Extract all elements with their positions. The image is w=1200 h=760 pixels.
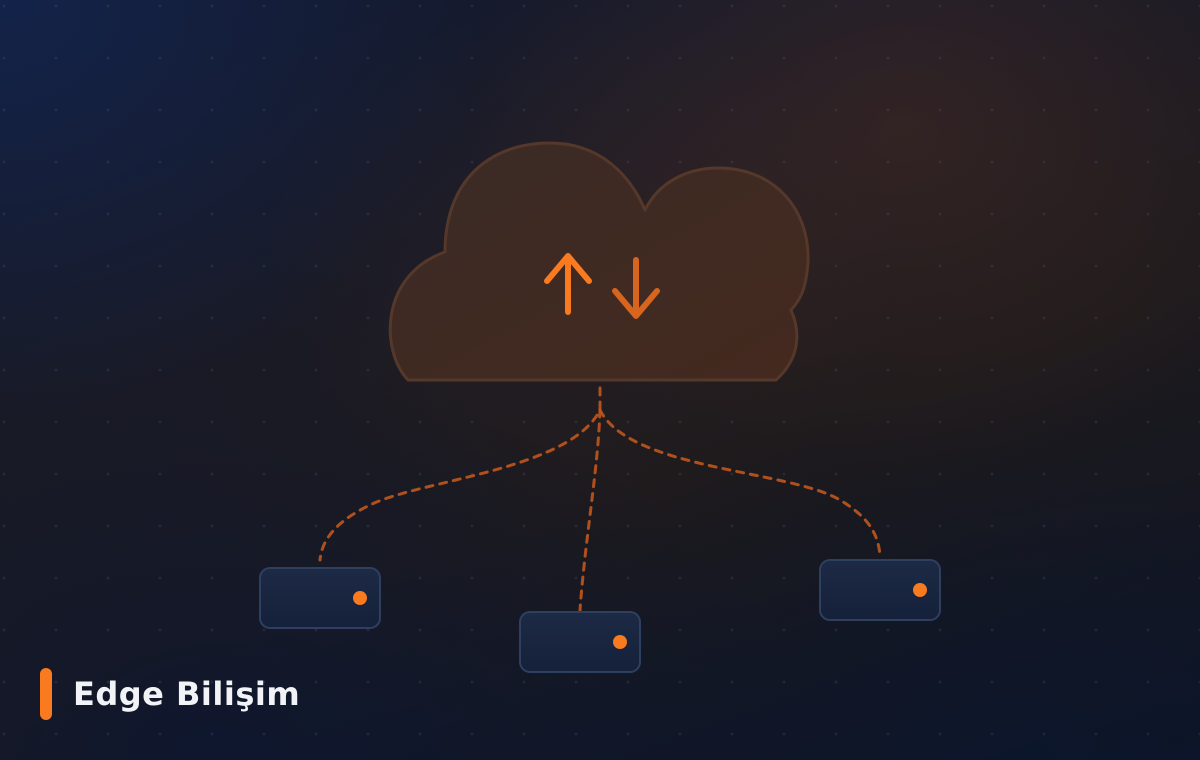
- edge-device-icon: [819, 559, 941, 621]
- edge-device-icon: [519, 611, 641, 673]
- brand-title: Edge Bilişim: [73, 675, 301, 713]
- link-to-left-device: [318, 386, 602, 562]
- link-to-right-device: [598, 408, 882, 557]
- status-dot-icon: [613, 635, 627, 649]
- brand-accent-bar: [40, 668, 52, 720]
- status-dot-icon: [353, 591, 367, 605]
- edge-device-right: [819, 559, 941, 621]
- arrow-up-icon: [544, 253, 592, 315]
- link-to-center-device: [578, 408, 602, 612]
- edge-device-center: [519, 611, 641, 673]
- brand: Edge Bilişim: [40, 668, 300, 720]
- connection-links: [318, 386, 882, 612]
- arrow-down-icon: [612, 257, 660, 319]
- status-dot-icon: [913, 583, 927, 597]
- edge-device-icon: [259, 567, 381, 629]
- cloud-icon: [388, 141, 810, 382]
- edge-device-left: [259, 567, 381, 629]
